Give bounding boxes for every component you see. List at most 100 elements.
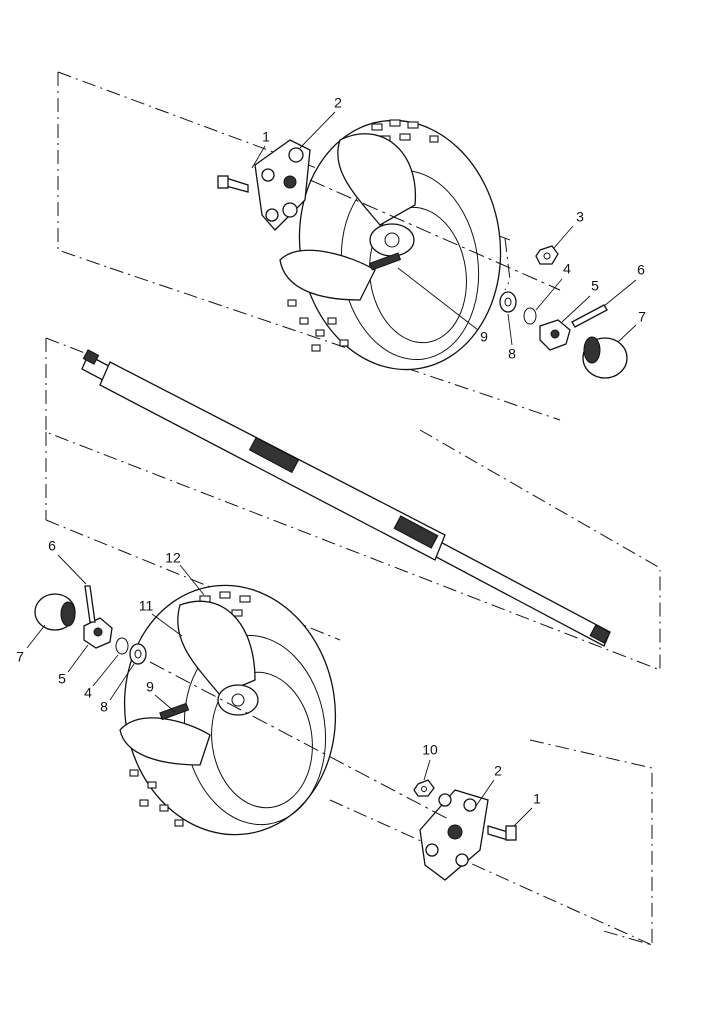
leader-lines — [26, 111, 637, 827]
bottom-lock-washer-4 — [115, 637, 129, 655]
top-washer-8 — [499, 291, 517, 313]
hub-stud — [282, 202, 298, 218]
bottom-wheel-center — [217, 684, 259, 716]
bottom-lug-nut-hole — [421, 786, 427, 792]
axle-frame-top — [45, 337, 91, 356]
callout-top-8: 8 — [508, 346, 516, 362]
leader-bottom-7 — [26, 624, 46, 649]
leader-top-6 — [603, 279, 637, 307]
top-valve-stem — [369, 252, 402, 271]
leader-bottom-8 — [109, 663, 135, 701]
top-washer-8-hole — [504, 297, 512, 307]
axle-frame — [45, 338, 661, 671]
tread-block — [311, 344, 321, 352]
bottom-wheel-assembly — [34, 584, 517, 881]
callout-bottom-2: 2 — [494, 763, 502, 779]
leader-bottom-6 — [57, 554, 87, 585]
tread-block — [139, 799, 149, 807]
leader-top-3 — [553, 225, 574, 249]
leader-top-1 — [251, 145, 266, 169]
top-lock-washer-4 — [523, 307, 537, 325]
callout-top-3: 3 — [576, 209, 584, 225]
leader-bottom-10 — [423, 759, 431, 781]
bottom-hub — [419, 789, 489, 881]
leader-bottom-11 — [151, 613, 183, 637]
top-rim-inner-half — [279, 249, 376, 301]
axle-frame-upper-right — [419, 429, 661, 569]
callout-bottom-8: 8 — [100, 699, 108, 715]
top-hub — [254, 139, 311, 231]
bottom-bolt — [487, 825, 517, 841]
top-frame-right — [504, 237, 511, 291]
hub-cap-face — [583, 336, 601, 364]
tread-block — [399, 133, 411, 141]
top-hub-cap — [582, 336, 628, 379]
tread-block — [219, 591, 231, 599]
leader-top-8 — [507, 313, 513, 346]
callout-bottom-7: 7 — [16, 649, 24, 665]
hub-stud — [261, 168, 275, 182]
callout-top-9: 9 — [480, 329, 488, 345]
tread-block — [389, 119, 401, 127]
top-cotter-pin — [571, 304, 608, 328]
tread-block — [147, 781, 157, 789]
bottom-frame-right — [529, 739, 653, 946]
leader-bottom-9 — [154, 694, 176, 713]
hub-stud — [438, 793, 452, 807]
bottom-frame-lower — [329, 799, 653, 946]
axle-spline — [248, 436, 300, 474]
callout-bottom-10: 10 — [422, 742, 438, 758]
tread-block — [299, 317, 309, 325]
tread-block — [327, 317, 337, 325]
tread-block — [287, 299, 297, 307]
leader-top-2 — [299, 111, 336, 149]
hub-stud — [463, 798, 477, 812]
top-castle-nut — [539, 319, 571, 351]
callout-top-6: 6 — [637, 262, 645, 278]
tread-block — [339, 339, 349, 347]
hub-stud — [265, 208, 279, 222]
leader-bottom-2 — [475, 779, 495, 807]
tread-block — [239, 595, 251, 603]
callout-bottom-9: 9 — [146, 679, 154, 695]
bolt-shank — [487, 825, 509, 841]
hub-bore — [447, 824, 463, 840]
bottom-cotter-pin — [84, 585, 96, 623]
hub-stud — [425, 843, 439, 857]
bolt-head — [217, 175, 229, 189]
top-frame-left — [57, 72, 111, 269]
callout-top-7: 7 — [638, 309, 646, 325]
leader-top-9 — [397, 267, 479, 331]
top-wheel-bore — [384, 232, 400, 248]
leader-top-4 — [535, 278, 563, 311]
axle-spline — [393, 515, 439, 549]
tread-block — [429, 135, 439, 143]
bottom-lug-nut — [413, 779, 435, 797]
bottom-center-axis — [149, 661, 451, 821]
top-lug-nut-hole — [543, 252, 551, 260]
callout-bottom-6: 6 — [48, 538, 56, 554]
top-lug-nut — [535, 245, 559, 265]
bottom-hub-cap — [34, 593, 76, 631]
leader-bottom-4 — [92, 654, 119, 687]
tread-block — [129, 769, 139, 777]
axle-threaded-end — [589, 624, 611, 644]
bolt-shank — [225, 177, 249, 193]
bottom-rim-inner-half — [119, 717, 211, 766]
top-wheel-assembly — [217, 119, 628, 379]
callout-labels: 1 2 3 4 5 6 7 8 9 6 7 5 4 8 9 11 12 10 2… — [16, 95, 646, 807]
bottom-rim-outer-half — [177, 600, 256, 696]
callout-top-1: 1 — [262, 129, 270, 145]
hub-stud — [288, 147, 304, 163]
top-to-axle-link — [109, 267, 561, 421]
bottom-castle-nut — [83, 617, 113, 649]
callout-top-2: 2 — [334, 95, 342, 111]
callout-bottom-1: 1 — [533, 791, 541, 807]
tread-block — [174, 819, 184, 827]
callout-top-5: 5 — [591, 278, 599, 294]
tread-block — [407, 121, 419, 129]
bottom-wheel-bore — [231, 693, 245, 707]
callout-top-4: 4 — [563, 261, 571, 277]
leader-bottom-12 — [179, 564, 205, 596]
